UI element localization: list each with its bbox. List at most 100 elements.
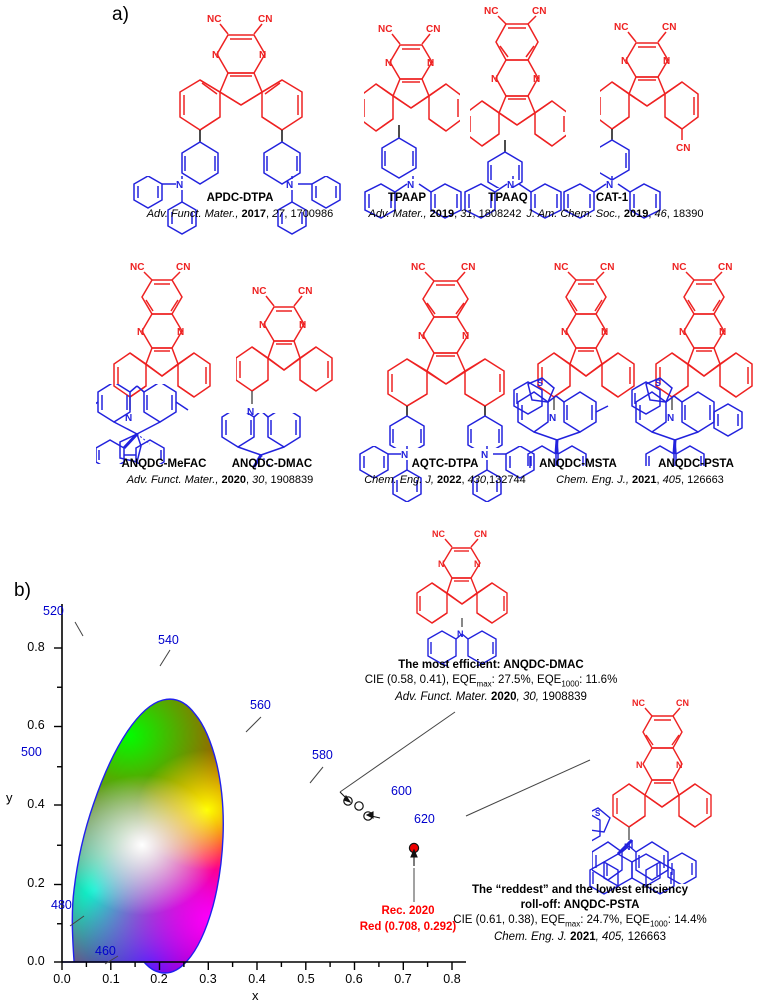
svg-text:N: N bbox=[259, 320, 266, 331]
annotation-dmac-cie: CIE (0.58, 0.41), EQEmax: 27.5%, EQE1000… bbox=[286, 673, 696, 690]
svg-text:N: N bbox=[533, 74, 540, 85]
molecule-tpaaq: NC CN N N bbox=[470, 2, 566, 188]
molecule-apdc-dtpa-amines: N N bbox=[108, 176, 372, 240]
psta-sub-1000: 1000 bbox=[649, 919, 668, 929]
annotation-anqdc-dmac: The most efficient: ANQDC-DMAC CIE (0.58… bbox=[286, 658, 696, 705]
dmac-cie-end: : 11.6% bbox=[579, 674, 618, 687]
svg-text:N: N bbox=[438, 559, 445, 569]
svg-text:CN: CN bbox=[176, 262, 190, 273]
svg-text:NC: NC bbox=[130, 262, 144, 273]
x-tick-6: 0.6 bbox=[345, 972, 363, 986]
molecule-apdc-dtpa: NC CN N N bbox=[150, 10, 330, 190]
svg-text:NC: NC bbox=[484, 6, 498, 17]
molecule-ref-anqdc-msta: Chem. Eng. J., 2021, 405, 126663 bbox=[556, 474, 724, 486]
wavelength-leader-lines bbox=[69, 621, 324, 965]
svg-text:N: N bbox=[176, 180, 183, 191]
svg-text:N: N bbox=[507, 180, 514, 191]
svg-text:NC: NC bbox=[378, 24, 392, 35]
ref-year: 2019 bbox=[429, 208, 455, 220]
wavelength-label-600: 600 bbox=[391, 784, 412, 798]
wavelength-label-580: 580 bbox=[312, 748, 333, 762]
data-point-sample[interactable] bbox=[354, 801, 364, 811]
svg-text:N: N bbox=[676, 760, 683, 770]
ref-volume: 430 bbox=[467, 474, 486, 486]
ref-volume: 30 bbox=[252, 474, 265, 486]
psta-cie-mid: : 24.7%, EQE bbox=[580, 914, 650, 927]
cie-gamut-fill bbox=[62, 699, 224, 973]
svg-text:NC: NC bbox=[411, 262, 425, 273]
svg-text:N: N bbox=[719, 327, 726, 338]
molecule-anqdc-dmac-acridine bbox=[214, 413, 324, 469]
ref-volume: 31 bbox=[460, 208, 473, 220]
psta-cie-end: : 14.4% bbox=[667, 914, 707, 927]
molecule-anqdc-mefac: NC CN N N N bbox=[108, 258, 232, 448]
wavelength-label-460: 460 bbox=[95, 944, 116, 958]
svg-text:N: N bbox=[247, 407, 254, 418]
ref-year: 2020 bbox=[221, 474, 246, 486]
x-tick-8: 0.8 bbox=[443, 972, 461, 986]
svg-text:CN: CN bbox=[298, 286, 312, 297]
y-tick-0: 0.0 bbox=[27, 954, 45, 968]
ref-journal: J. Am. Chem. Soc., bbox=[526, 208, 621, 220]
svg-text:N: N bbox=[491, 74, 498, 85]
ref-page: 1908839 bbox=[270, 474, 314, 486]
svg-text:N: N bbox=[177, 327, 184, 338]
svg-text:N: N bbox=[418, 331, 425, 342]
svg-text:CN: CN bbox=[532, 6, 546, 17]
svg-text:CN: CN bbox=[600, 262, 614, 273]
molecule-caption-tpaap: TPAAP bbox=[387, 192, 427, 204]
svg-text:NC: NC bbox=[432, 529, 445, 539]
dmac-cie-prefix: CIE (0.58, 0.41), EQE bbox=[364, 674, 477, 687]
dmac-ref-volume: 30 bbox=[522, 691, 536, 704]
x-tick-2: 0.2 bbox=[150, 972, 168, 986]
svg-text:N: N bbox=[663, 56, 670, 67]
ref-page: 132744 bbox=[489, 474, 526, 486]
svg-text:NC: NC bbox=[207, 14, 221, 25]
leader-psta bbox=[465, 759, 591, 817]
molecule-cat-1-amine: N bbox=[554, 176, 670, 240]
wavelength-label-520: 520 bbox=[43, 604, 64, 618]
panel-a-label: a) bbox=[112, 4, 129, 25]
molecule-caption-aqtc-dtpa: AQTC-DTPA bbox=[411, 458, 479, 470]
svg-text:N: N bbox=[259, 50, 266, 61]
molecule-anqdc-msta-thiophene-acridine: S bbox=[512, 376, 662, 466]
psta-ref-journal: Chem. Eng. J. bbox=[493, 931, 567, 944]
ref-journal: Adv. Mater., bbox=[368, 208, 427, 220]
svg-text:N: N bbox=[601, 327, 608, 338]
rec2020-line1: Rec. 2020 bbox=[381, 905, 435, 917]
y-tick-1: 0.2 bbox=[27, 876, 45, 890]
svg-text:N: N bbox=[549, 413, 556, 424]
svg-text:CN: CN bbox=[258, 14, 272, 25]
molecule-anqdc-psta: NC CN N N N bbox=[650, 258, 764, 448]
chart-axes bbox=[61, 604, 466, 963]
y-tick-4: 0.8 bbox=[27, 640, 45, 654]
ref-page: 1700986 bbox=[290, 208, 334, 220]
svg-text:N: N bbox=[401, 450, 408, 461]
molecule-caption-anqdc-mefac: ANQDC-MeFAC bbox=[121, 458, 207, 470]
ref-year: 2021 bbox=[632, 474, 657, 486]
x-tick-0: 0.0 bbox=[53, 972, 71, 986]
molecule-anqdc-msta: NC CN N N N bbox=[532, 258, 652, 448]
svg-text:N: N bbox=[299, 320, 306, 331]
psta-cie-prefix: CIE (0.61, 0.38), EQE bbox=[453, 914, 566, 927]
molecule-ref-apdc-dtpa: Adv. Funct. Mater., 2017, 27, 1700986 bbox=[146, 208, 334, 220]
molecule-anqdc-dmac: NC CN N N N bbox=[236, 282, 346, 448]
svg-text:N: N bbox=[474, 559, 481, 569]
wavelength-label-480: 480 bbox=[51, 898, 72, 912]
ref-volume: 405 bbox=[662, 474, 681, 486]
molecule-ref-anqdc-mefac: Adv. Funct. Mater., 2020, 30, 1908839 bbox=[126, 474, 314, 486]
svg-text:NC: NC bbox=[554, 262, 568, 273]
ref-page: 1808242 bbox=[478, 208, 522, 220]
svg-text:N: N bbox=[427, 58, 434, 69]
svg-text:N: N bbox=[606, 180, 613, 191]
svg-text:S: S bbox=[655, 378, 661, 388]
annotation-psta-headline-line1: The “reddest” and the lowest efficiency bbox=[472, 884, 688, 896]
ref-year: 2017 bbox=[241, 208, 266, 220]
wavelength-label-560: 560 bbox=[250, 698, 271, 712]
panel-b-label: b) bbox=[14, 580, 31, 601]
ref-journal: Adv. Funct. Mater., bbox=[146, 208, 239, 220]
svg-text:CN: CN bbox=[474, 529, 487, 539]
svg-text:N: N bbox=[636, 760, 643, 770]
dmac-sub-max: max bbox=[476, 679, 492, 689]
annotation-dmac-headline: The most efficient: ANQDC-DMAC bbox=[398, 659, 584, 671]
